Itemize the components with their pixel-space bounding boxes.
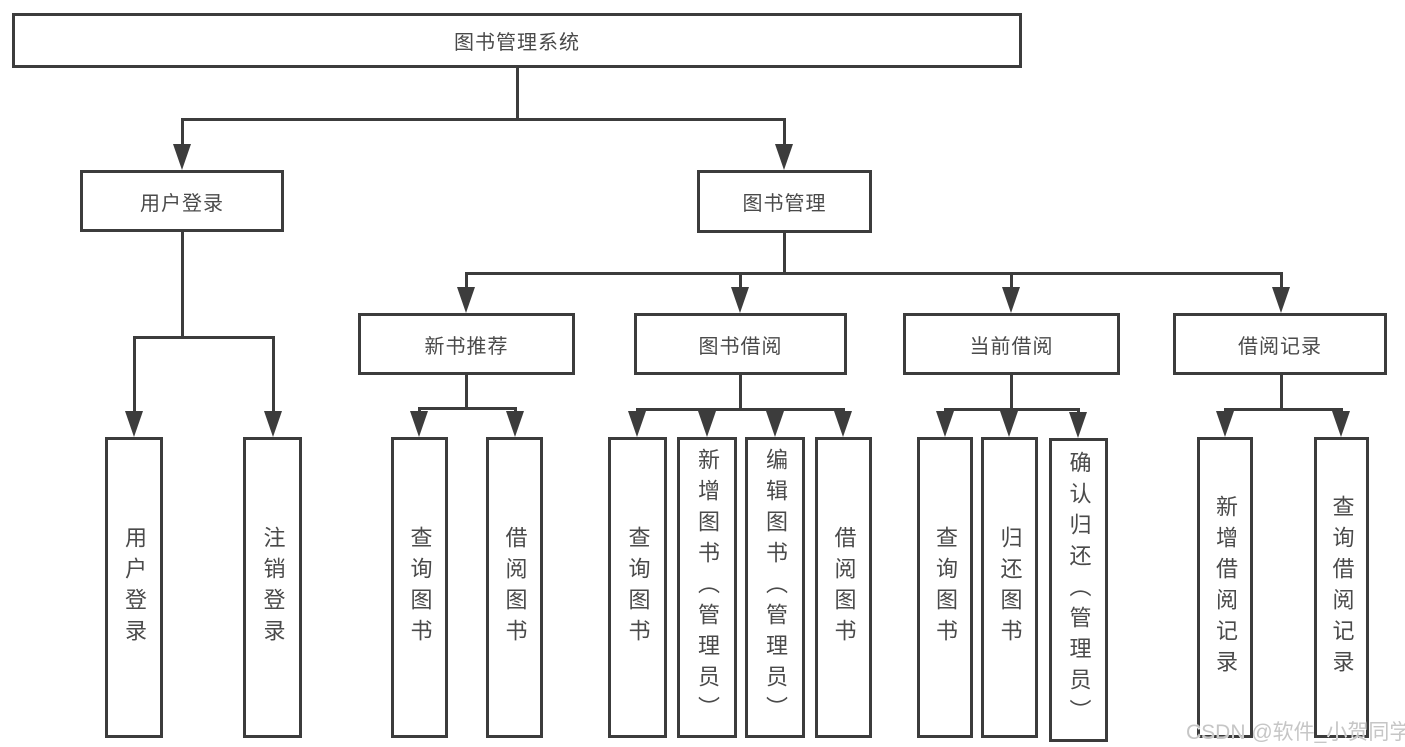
leaf-bb-borrow-books: 借阅图书: [815, 437, 872, 738]
connector-line: [465, 375, 468, 410]
arrow-down-icon: [1272, 287, 1290, 313]
node-borrow-records: 借阅记录: [1173, 313, 1387, 375]
connector-line: [1224, 408, 1227, 413]
leaf-logout-label: 注销登录: [260, 525, 286, 650]
arrow-down-icon: [1216, 411, 1234, 437]
connector-line: [783, 233, 786, 275]
leaf-br-add-record: 新增借阅记录: [1197, 437, 1253, 738]
connector-line: [181, 118, 184, 146]
node-borrow-records-label: 借阅记录: [1238, 335, 1322, 358]
node-book-borrow-label: 图书借阅: [698, 335, 783, 358]
node-user-login-label: 用户登录: [140, 192, 224, 215]
node-root-label: 图书管理系统: [454, 32, 580, 54]
arrow-down-icon: [457, 287, 475, 313]
connector-line: [1077, 408, 1080, 413]
arrow-down-icon: [936, 411, 954, 437]
arrow-down-icon: [1332, 411, 1350, 437]
arrow-down-icon: [125, 411, 143, 437]
leaf-bb-borrow-books-label: 借阅图书: [831, 525, 857, 650]
leaf-cb-return-books: 归还图书: [981, 437, 1038, 738]
connector-line: [1008, 408, 1011, 413]
connector-line: [181, 118, 785, 121]
connector-line: [418, 407, 421, 413]
connector-line: [944, 408, 1079, 411]
connector-line: [783, 118, 786, 146]
arrow-down-icon: [173, 144, 191, 170]
connector-line: [1280, 272, 1283, 289]
connector-line: [774, 408, 777, 413]
connector-line: [1224, 408, 1342, 411]
connector-line: [272, 336, 275, 412]
leaf-bb-edit-books-admin: 编辑图书（管理员）: [745, 437, 805, 738]
leaf-rec-borrow-books: 借阅图书: [486, 437, 543, 738]
node-new-book-recommend: 新书推荐: [358, 313, 575, 375]
node-book-management-label: 图书管理: [742, 193, 827, 215]
connector-line: [1280, 375, 1283, 411]
arrow-down-icon: [506, 411, 524, 437]
leaf-cb-confirm-return-admin-label: 确认归还（管理员）: [1066, 450, 1092, 730]
connector-line: [514, 407, 517, 413]
leaf-cb-return-books-label: 归还图书: [997, 525, 1023, 650]
arrow-down-icon: [628, 411, 646, 437]
arrow-down-icon: [1000, 411, 1018, 437]
connector-line: [1010, 375, 1013, 411]
arrow-down-icon: [1069, 412, 1087, 438]
connector-line: [842, 408, 845, 413]
csdn-watermark: CSDN @软件_小贺同学: [1186, 721, 1405, 744]
connector-line: [944, 408, 947, 413]
leaf-logout: 注销登录: [243, 437, 302, 738]
connector-line: [706, 408, 709, 413]
arrow-down-icon: [731, 287, 749, 313]
connector-line: [133, 336, 136, 412]
leaf-cb-confirm-return-admin: 确认归还（管理员）: [1049, 438, 1108, 742]
leaf-bb-query-books-label: 查询图书: [625, 525, 651, 650]
connector-line: [636, 408, 844, 411]
node-current-borrow-label: 当前借阅: [969, 335, 1054, 358]
arrow-down-icon: [775, 144, 793, 170]
leaf-br-query-record-label: 查询借阅记录: [1329, 494, 1355, 681]
leaf-user-login-label: 用户登录: [122, 525, 147, 650]
leaf-br-add-record-label: 新增借阅记录: [1213, 494, 1238, 681]
leaf-bb-add-books-admin: 新增图书（管理员）: [677, 437, 737, 738]
connector-line: [465, 272, 1282, 275]
node-new-book-recommend-label: 新书推荐: [424, 335, 509, 358]
connector-line: [739, 272, 742, 289]
leaf-rec-query-books-label: 查询图书: [407, 525, 433, 650]
connector-line: [181, 232, 184, 336]
leaf-cb-query-books: 查询图书: [917, 437, 973, 738]
leaf-cb-query-books-label: 查询图书: [933, 525, 958, 650]
leaf-bb-query-books: 查询图书: [608, 437, 667, 738]
arrow-down-icon: [766, 411, 784, 437]
leaf-bb-add-books-admin-label: 新增图书（管理员）: [695, 448, 720, 727]
leaf-rec-query-books: 查询图书: [391, 437, 448, 738]
connector-line: [1010, 272, 1013, 289]
connector-line: [465, 272, 468, 289]
arrow-down-icon: [410, 411, 428, 437]
node-book-management: 图书管理: [697, 170, 872, 233]
connector-line: [739, 375, 742, 411]
arrow-down-icon: [1002, 287, 1020, 313]
leaf-bb-edit-books-admin-label: 编辑图书（管理员）: [763, 448, 788, 727]
connector-line: [516, 68, 519, 121]
leaf-br-query-record: 查询借阅记录: [1314, 437, 1369, 738]
arrow-down-icon: [834, 411, 852, 437]
connector-line: [133, 336, 274, 339]
arrow-down-icon: [698, 411, 716, 437]
connector-line: [636, 408, 639, 413]
node-book-borrow: 图书借阅: [634, 313, 847, 375]
connector-line: [1340, 408, 1343, 413]
node-user-login: 用户登录: [80, 170, 284, 232]
leaf-user-login: 用户登录: [105, 437, 163, 738]
node-root-system: 图书管理系统: [12, 13, 1022, 68]
node-current-borrow: 当前借阅: [903, 313, 1120, 375]
connector-line: [418, 407, 515, 410]
arrow-down-icon: [264, 411, 282, 437]
leaf-rec-borrow-books-label: 借阅图书: [502, 525, 528, 650]
